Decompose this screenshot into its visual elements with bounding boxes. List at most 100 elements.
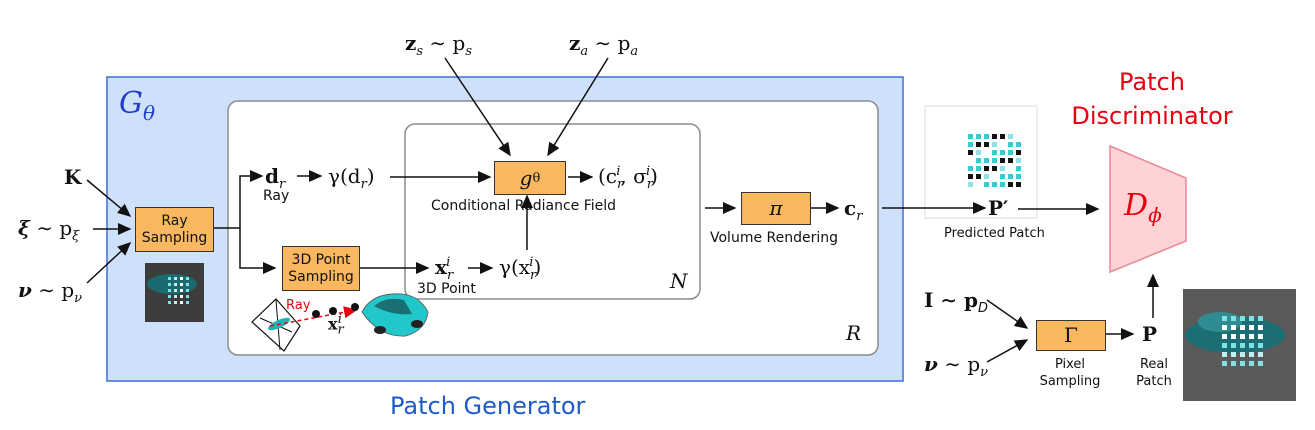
patch-dot xyxy=(1000,142,1005,147)
discriminator-symbol: Dϕ xyxy=(1124,188,1162,227)
patch-dot xyxy=(180,289,183,292)
patch-dot xyxy=(976,134,981,139)
patch-dot xyxy=(1240,334,1245,339)
patch-dot xyxy=(1222,334,1227,339)
predicted-patch-dots xyxy=(968,134,1021,187)
patch-dot xyxy=(1249,325,1254,330)
patch-dot xyxy=(1222,343,1227,348)
patch-dot xyxy=(1000,182,1005,187)
patch-dot xyxy=(1231,361,1236,366)
input-xi: ξ ∼ pξ xyxy=(18,216,80,244)
patch-dot xyxy=(1240,343,1245,348)
c-r: cr xyxy=(844,196,863,224)
patch-dot xyxy=(1016,142,1021,147)
patch-dot xyxy=(992,134,997,139)
d-r: dr xyxy=(265,164,286,192)
input-zs: zs ∼ ps xyxy=(405,31,472,59)
patch-dot xyxy=(180,283,183,286)
patch-dot xyxy=(984,182,989,187)
patch-dot xyxy=(1240,325,1245,330)
patch-dot xyxy=(174,295,177,298)
point-sampling-label: 3D Point Sampling xyxy=(288,251,354,285)
gamma-d: γ(dr) xyxy=(328,164,375,192)
patch-dot xyxy=(1222,325,1227,330)
patch-dot xyxy=(1000,134,1005,139)
patch-dot xyxy=(1016,134,1021,139)
patch-dot xyxy=(1222,316,1227,321)
illustration-x: xri xyxy=(328,312,344,338)
input-nu: ν ∼ pν xyxy=(18,278,83,306)
patch-dot xyxy=(1249,316,1254,321)
patch-dot xyxy=(992,174,997,179)
patch-dot xyxy=(174,277,177,280)
patch-dot xyxy=(174,289,177,292)
patch-dot xyxy=(1000,158,1005,163)
patch-dot xyxy=(168,289,171,292)
patch-dot xyxy=(968,174,973,179)
generator-caption: Patch Generator xyxy=(390,392,586,420)
patch-dot xyxy=(186,277,189,280)
patch-dot xyxy=(976,182,981,187)
patch-dot xyxy=(180,295,183,298)
patch-dot xyxy=(1016,174,1021,179)
patch-dot xyxy=(1008,182,1013,187)
patch-dot xyxy=(1016,166,1021,171)
patch-dot xyxy=(1249,352,1254,357)
patch-dot xyxy=(1249,361,1254,366)
patch-dot xyxy=(168,301,171,304)
r-label: R xyxy=(846,321,862,345)
input-i: I ∼ pD xyxy=(924,288,989,316)
patch-dot xyxy=(174,301,177,304)
patch-dot xyxy=(1249,334,1254,339)
patch-dot xyxy=(1016,182,1021,187)
patch-dot xyxy=(168,295,171,298)
patch-dot xyxy=(968,150,973,155)
patch-dot xyxy=(1258,316,1263,321)
pi-block: π xyxy=(741,192,811,225)
patch-dot xyxy=(992,182,997,187)
input-za: za ∼ pa xyxy=(569,31,639,59)
patch-dot xyxy=(984,142,989,147)
patch-dot xyxy=(1231,334,1236,339)
patch-dot xyxy=(1258,361,1263,366)
thumbnail-dots xyxy=(168,277,189,304)
volume-rendering-label: Volume Rendering xyxy=(710,230,839,246)
n-label: N xyxy=(670,269,688,293)
patch-dot xyxy=(186,289,189,292)
patch-dot xyxy=(968,158,973,163)
three-d-point-label: 3D Point xyxy=(417,281,476,297)
patch-dot xyxy=(1222,361,1227,366)
patch-dot xyxy=(1016,150,1021,155)
discriminator-shape xyxy=(1109,144,1187,274)
patch-dot xyxy=(1008,134,1013,139)
patch-dot xyxy=(168,277,171,280)
patch-dot xyxy=(186,283,189,286)
input-k: K xyxy=(64,165,82,189)
patch-dot xyxy=(180,277,183,280)
patch-dot xyxy=(1258,325,1263,330)
patch-dot xyxy=(984,134,989,139)
patch-dot xyxy=(1008,150,1013,155)
radiance-output: (cri, σri) xyxy=(598,164,658,192)
patch-dot xyxy=(984,166,989,171)
generator-title: Gθ xyxy=(119,86,156,125)
real-patch-label: Real Patch xyxy=(1136,357,1172,389)
predicted-patch-label: Predicted Patch xyxy=(944,226,1045,241)
p-prime: P′ xyxy=(988,196,1009,220)
patch-dot xyxy=(992,166,997,171)
patch-dot xyxy=(976,174,981,179)
patch-dot xyxy=(1008,142,1013,147)
discriminator-title: Patch Discriminator xyxy=(1071,68,1233,130)
patch-dot xyxy=(1008,166,1013,171)
patch-dot xyxy=(992,158,997,163)
patch-dot xyxy=(984,158,989,163)
patch-dot xyxy=(968,142,973,147)
ray-sampling-block: Ray Sampling xyxy=(135,207,214,252)
patch-dot xyxy=(976,142,981,147)
patch-dot xyxy=(1000,166,1005,171)
point-sampling-block: 3D Point Sampling xyxy=(282,246,360,291)
patch-dot xyxy=(1240,361,1245,366)
real-patch-dots xyxy=(1222,316,1263,366)
patch-dot xyxy=(1008,158,1013,163)
